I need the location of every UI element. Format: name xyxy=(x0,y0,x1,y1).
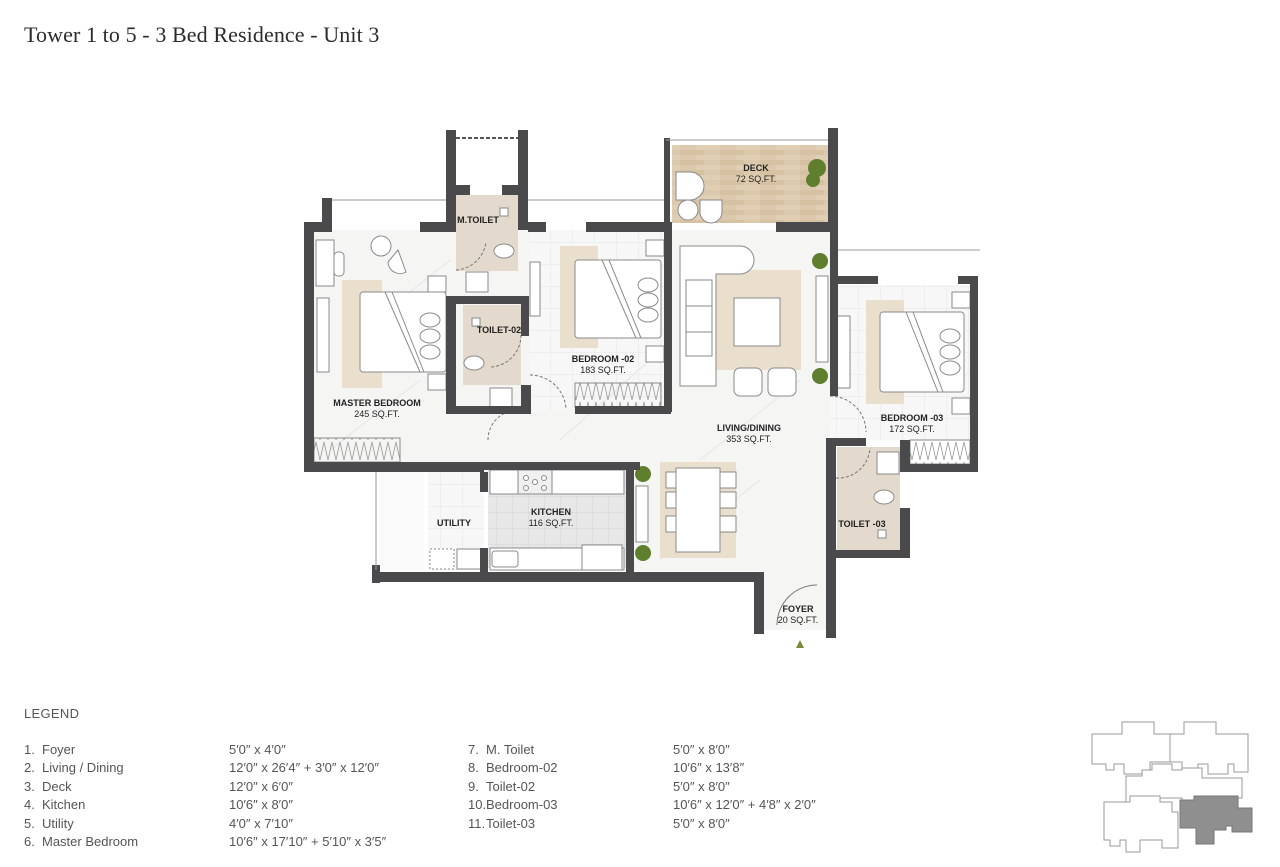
legend-room-name: Kitchen xyxy=(42,797,86,813)
room-label-toilet-03: TOILET -03 xyxy=(838,519,885,529)
legend-room-name: Bedroom-02 xyxy=(486,760,558,776)
room-labels: DECK 72 SQ.FT. M.TOILET MASTER BEDROOM 2… xyxy=(333,163,943,625)
room-label-utility: UTILITY xyxy=(437,518,471,528)
legend-room-name: Bedroom-03 xyxy=(486,797,558,813)
key-plan-highlighted-unit xyxy=(1179,795,1253,845)
wc xyxy=(493,243,515,259)
legend-room-name: Toilet-03 xyxy=(486,815,536,831)
legend-room-dims: 5′0″ x 4′0″ xyxy=(229,742,286,757)
legend-room-name: M. Toilet xyxy=(486,742,535,757)
room-label-m-toilet: M.TOILET xyxy=(457,215,499,225)
armchair xyxy=(767,367,797,397)
wc xyxy=(873,489,895,505)
coffee-table xyxy=(733,297,781,347)
legend-room-name: Deck xyxy=(42,778,72,794)
legend-heading: LEGEND xyxy=(24,706,80,721)
room-label-foyer: FOYER xyxy=(782,604,814,614)
room-area-kitchen: 116 SQ.FT. xyxy=(529,518,574,528)
room-area-master-bedroom: 245 SQ.FT. xyxy=(354,409,400,419)
key-plan-unit xyxy=(1169,721,1249,775)
windows xyxy=(332,137,980,570)
legend-room-name: Living / Dining xyxy=(42,760,124,776)
room-label-bedroom-03: BEDROOM -03 xyxy=(881,413,944,423)
armchair xyxy=(733,367,763,397)
legend-room-dims: 10′6″ x 17′10″ + 5′10″ x 3′5″ xyxy=(229,833,387,849)
page-title: Tower 1 to 5 - 3 Bed Residence - Unit 3 xyxy=(24,22,380,47)
room-area-bedroom-03: 172 SQ.FT. xyxy=(889,424,935,434)
walls xyxy=(304,128,978,638)
legend-room-dims: 5′0″ x 8′0″ xyxy=(673,742,730,757)
legend-room-dims: 10′6″ x 8′0″ xyxy=(229,797,293,813)
room-label-deck: DECK xyxy=(743,163,769,173)
legend-room-name: Toilet-02 xyxy=(486,778,536,794)
room-area-deck: 72 SQ.FT. xyxy=(736,174,777,184)
room-area-foyer: 20 SQ.FT. xyxy=(778,615,819,625)
room-label-living-dining: LIVING/DINING xyxy=(717,423,781,433)
room-label-master-bedroom: MASTER BEDROOM xyxy=(333,398,421,408)
room-area-bedroom-02: 183 SQ.FT. xyxy=(580,365,626,375)
legend-room-dims: 4′0″ x 7′10″ xyxy=(229,815,293,831)
entry-arrow-icon xyxy=(796,640,804,648)
legend-room-dims: 10′6″ x 12′0″ + 4′8″ x 2′0″ xyxy=(673,797,816,813)
key-plan xyxy=(1091,721,1253,853)
room-area-living-dining: 353 SQ.FT. xyxy=(726,434,772,444)
legend-room-dims: 5′0″ x 8′0″ xyxy=(673,778,730,794)
legend-room-dims: 10′6″ x 13′8″ xyxy=(673,760,745,776)
legend-room-dims: 12′0″ x 6′0″ xyxy=(229,778,293,794)
key-plan-unit xyxy=(1103,795,1179,853)
room-label-kitchen: KITCHEN xyxy=(531,507,571,517)
floor-plan: DECK 72 SQ.FT. M.TOILET MASTER BEDROOM 2… xyxy=(304,128,980,648)
dining-table xyxy=(675,467,721,553)
legend-room-name: Foyer xyxy=(42,742,76,757)
plants xyxy=(635,159,828,561)
wc xyxy=(463,355,485,371)
legend-room-name: Utility xyxy=(42,815,74,831)
room-label-toilet-02: TOILET-02 xyxy=(477,325,521,335)
room-label-bedroom-02: BEDROOM -02 xyxy=(572,354,635,364)
legend-room-dims: 12′0″ x 26′4″ + 3′0″ x 12′0″ xyxy=(229,760,379,776)
m-toilet-floor xyxy=(456,195,518,271)
door-swings xyxy=(455,241,871,626)
furniture xyxy=(313,171,971,571)
toilet-02-floor xyxy=(463,305,521,385)
legend-room-dims: 5′0″ x 8′0″ xyxy=(673,815,730,831)
legend-room-name: Master Bedroom xyxy=(42,833,139,849)
